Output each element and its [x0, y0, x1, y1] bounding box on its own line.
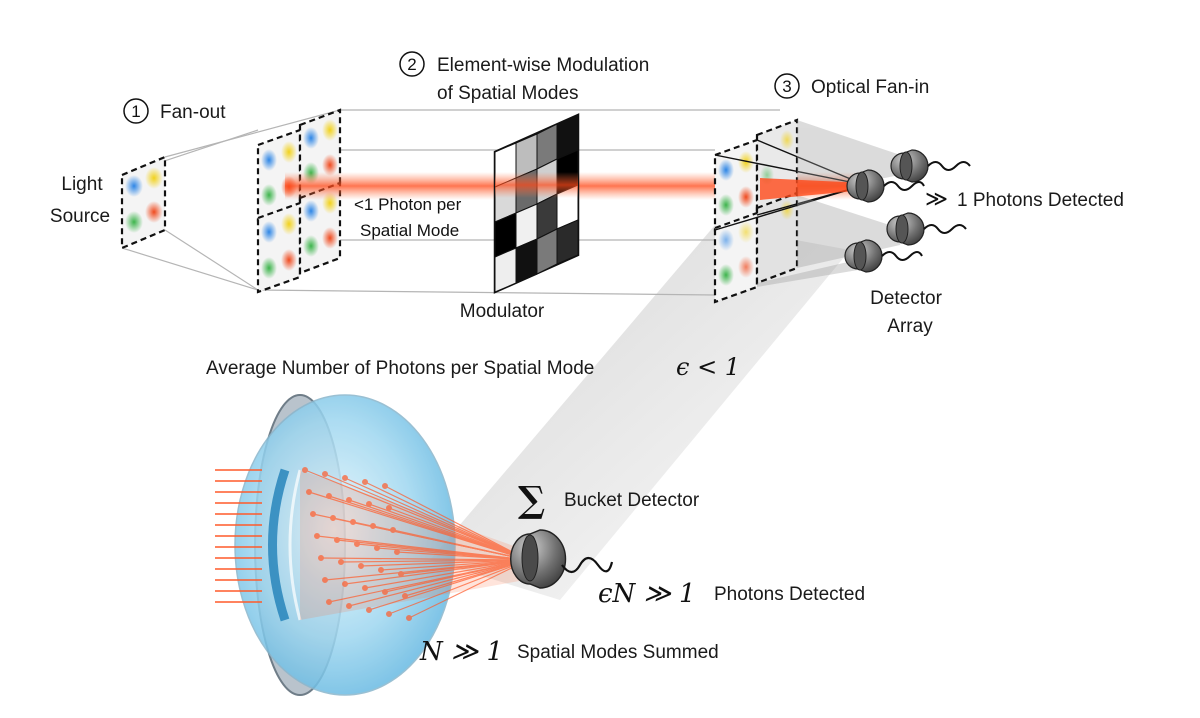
- fanout-tile: [256, 201, 302, 294]
- step3-circle: [774, 73, 800, 99]
- light-source-grid: [120, 155, 167, 250]
- mode-dot: [394, 548, 401, 555]
- bucket-detector-label: Bucket Detector: [564, 490, 700, 511]
- focus-ray: [344, 559, 529, 585]
- eN-photons-label: Photons Detected: [714, 584, 865, 605]
- focus-ray: [324, 473, 529, 561]
- step2-number: 2: [407, 55, 416, 74]
- mode-dot: [362, 584, 369, 591]
- step2-circle: [399, 51, 425, 77]
- focus-ray: [396, 551, 529, 561]
- focus-ray: [364, 559, 529, 589]
- projection-cone: [430, 225, 850, 600]
- mode-dot: [302, 467, 309, 474]
- mode-dot: [310, 511, 317, 518]
- mode-dot: [334, 536, 341, 543]
- mode-dot: [314, 532, 321, 539]
- light-source-label-1: Light: [61, 174, 103, 195]
- average-photons-math: ϵ < 1: [676, 353, 740, 381]
- photons-detected-label: 1 Photons Detected: [957, 190, 1124, 211]
- focus-ray: [360, 559, 529, 567]
- step1-number: 1: [131, 102, 140, 121]
- mode-dot: [338, 558, 345, 565]
- focus-ray: [392, 529, 529, 561]
- mode-dot: [346, 602, 353, 609]
- focus-rays: [302, 467, 529, 621]
- lens: [234, 394, 456, 696]
- modulator: [493, 113, 580, 294]
- focus-ray: [364, 481, 529, 561]
- focus-ray: [388, 559, 529, 615]
- mode-dot: [378, 566, 385, 573]
- focus-ray: [408, 559, 529, 619]
- mode-dot: [322, 576, 329, 583]
- incoming-rays: [215, 469, 262, 603]
- step1-circle: [123, 98, 149, 124]
- modulator-label: Modulator: [460, 301, 545, 322]
- light-source-label-2: Source: [50, 206, 110, 227]
- step1-label: Fan-out: [160, 102, 226, 123]
- mode-dot: [342, 475, 349, 482]
- focus-ray: [368, 559, 529, 611]
- focus-ray: [324, 559, 529, 581]
- mode-dot: [342, 580, 349, 587]
- step2-label-1: Element-wise Modulation: [437, 55, 649, 76]
- much-greater-symbol: ≫: [925, 187, 948, 212]
- photon-per-mode-label-2: Spatial Mode: [360, 221, 459, 240]
- bucket-detector: [510, 529, 614, 589]
- mode-dot: [390, 526, 397, 533]
- detector-array: [844, 149, 971, 273]
- mode-dot: [358, 562, 365, 569]
- focus-cone: [300, 470, 525, 620]
- focus-ray: [388, 507, 529, 561]
- mode-dot: [386, 610, 393, 617]
- photon-per-mode-label-1: <1 Photon per: [354, 195, 462, 214]
- detector-array-label-2: Array: [887, 316, 933, 337]
- mode-dot: [382, 483, 389, 490]
- N-math: N ≫ 1: [419, 637, 503, 667]
- focus-ray: [320, 557, 529, 561]
- detector: [890, 149, 971, 183]
- mode-dot: [354, 540, 361, 547]
- mode-dot: [406, 614, 413, 621]
- mode-dot: [318, 554, 325, 561]
- focus-ray: [340, 559, 529, 563]
- mode-dot: [386, 505, 393, 512]
- step3-number: 3: [782, 77, 791, 96]
- focus-ray: [380, 559, 529, 571]
- mode-dot: [366, 606, 373, 613]
- focus-ray: [384, 485, 529, 561]
- mode-dot: [374, 544, 381, 551]
- detector: [846, 169, 925, 203]
- focus-ray: [304, 469, 529, 561]
- mode-dot: [346, 497, 353, 504]
- fanout-tile: [298, 181, 342, 275]
- mode-dot: [362, 479, 369, 486]
- mode-dot: [350, 518, 357, 525]
- step2-label-2: of Spatial Modes: [437, 83, 579, 104]
- fanout-grid: [256, 108, 342, 294]
- step3-label: Optical Fan-in: [811, 77, 929, 98]
- spatial-modes-summed-label: Spatial Modes Summed: [517, 642, 719, 663]
- mode-dot: [326, 598, 333, 605]
- sum-symbol: ∑: [518, 479, 545, 521]
- detector: [886, 212, 967, 246]
- focus-ray: [348, 559, 529, 607]
- mode-dot: [326, 493, 333, 500]
- mode-dot: [322, 471, 329, 478]
- mode-dot: [366, 501, 373, 508]
- focus-ray: [328, 559, 529, 603]
- focus-ray: [344, 477, 529, 561]
- mode-dot: [370, 522, 377, 529]
- fanin-beam: [760, 178, 865, 200]
- detector-array-label-1: Detector: [870, 288, 942, 309]
- fanin-rays: [714, 139, 866, 231]
- eN-math: ϵN ≫ 1: [598, 579, 696, 609]
- average-photons-label: Average Number of Photons per Spatial Mo…: [206, 358, 594, 379]
- mode-dot: [330, 514, 337, 521]
- mode-dot: [306, 489, 313, 496]
- detector: [844, 239, 923, 273]
